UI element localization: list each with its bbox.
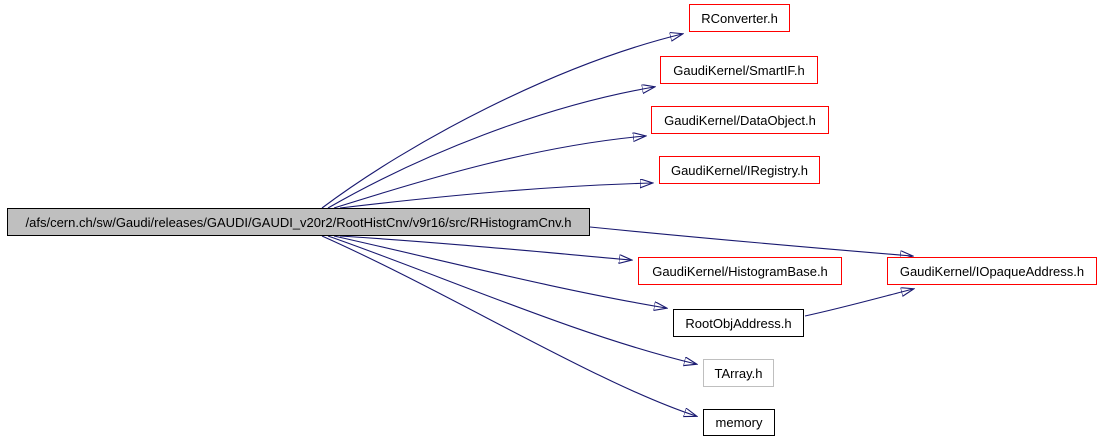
node-rconverter-h[interactable]: RConverter.h [689,4,790,32]
edge-main-to-tarray [327,235,696,364]
node-main-source-file: /afs/cern.ch/sw/Gaudi/releases/GAUDI/GAU… [7,208,590,236]
edge-main-to-histogrambase [339,235,631,260]
edge-main-to-rootobjaddress [333,235,666,308]
node-gaudikernel-iopaqueaddress-h[interactable]: GaudiKernel/IOpaqueAddress.h [887,257,1097,285]
node-memory[interactable]: memory [703,409,775,436]
node-gaudikernel-histogrambase-h[interactable]: GaudiKernel/HistogramBase.h [638,257,842,285]
edge-main-to-memory [321,235,696,416]
edge-main-to-dataobject [333,136,645,209]
node-gaudikernel-iregistry-h[interactable]: GaudiKernel/IRegistry.h [659,156,820,184]
node-tarray-h: TArray.h [703,359,774,387]
edge-main-to-iopaqueaddress [589,226,912,256]
edge-main-to-iregistry [339,183,652,209]
edge-main-to-smartif [327,87,654,209]
node-rootobjaddress-h[interactable]: RootObjAddress.h [673,309,804,337]
edge-rootobjaddress-to-iopaqueaddress [804,289,913,317]
node-gaudikernel-smartif-h[interactable]: GaudiKernel/SmartIF.h [660,56,818,84]
node-gaudikernel-dataobject-h[interactable]: GaudiKernel/DataObject.h [651,106,829,134]
edge-main-to-rconverter [321,34,682,209]
